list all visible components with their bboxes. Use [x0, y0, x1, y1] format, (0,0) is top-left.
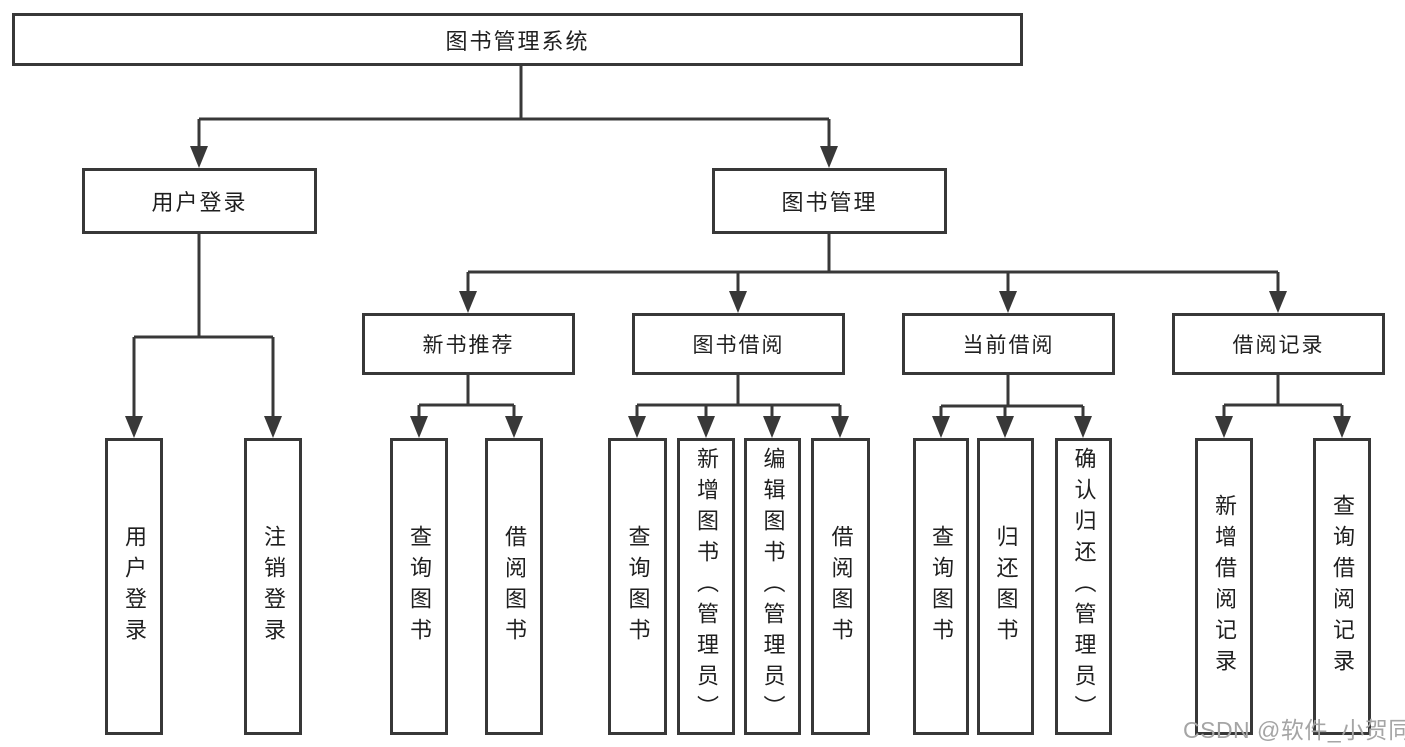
leaf-records-add-record-label: 新增借阅记录 [1212, 493, 1237, 680]
leaf-user-login: 用户登录 [105, 438, 163, 735]
leaf-records-query-record: 查询借阅记录 [1313, 438, 1371, 735]
leaf-user-login-label: 用户登录 [122, 524, 147, 649]
leaf-newbooks-borrow-books: 借阅图书 [485, 438, 543, 735]
arrowhead [459, 291, 477, 313]
arrowhead [125, 416, 143, 438]
node-new-books-label: 新书推荐 [422, 334, 515, 357]
leaf-newbooks-query-books: 查询图书 [390, 438, 448, 735]
arrowhead [1333, 416, 1351, 438]
node-current-borrow-label: 当前借阅 [962, 334, 1055, 357]
node-new-books: 新书推荐 [362, 313, 575, 375]
arrowhead [628, 416, 646, 438]
arrowhead [505, 416, 523, 438]
leaf-current-query-books: 查询图书 [913, 438, 969, 735]
arrowhead [831, 416, 849, 438]
node-book-borrow: 图书借阅 [632, 313, 845, 375]
leaf-logout: 注销登录 [244, 438, 302, 735]
leaf-current-confirm-return-admin-label: 确认归还（管理员） [1071, 447, 1097, 726]
node-user-login: 用户登录 [82, 168, 317, 234]
leaf-records-query-record-label: 查询借阅记录 [1330, 493, 1355, 680]
leaf-current-confirm-return-admin: 确认归还（管理员） [1055, 438, 1112, 735]
arrowhead [996, 416, 1014, 438]
node-current-borrow: 当前借阅 [902, 313, 1115, 375]
arrowhead [1074, 416, 1092, 438]
leaf-current-return-books-label: 归还图书 [993, 524, 1019, 649]
node-book-mgmt-label: 图书管理 [781, 190, 878, 215]
leaf-logout-label: 注销登录 [261, 524, 286, 649]
connector-book-borrow-to-leaves [628, 375, 849, 438]
leaf-borrow-edit-books-admin-label: 编辑图书（管理员） [760, 447, 786, 726]
arrowhead [697, 416, 715, 438]
leaf-borrow-borrow-books: 借阅图书 [811, 438, 870, 735]
node-borrow-records: 借阅记录 [1172, 313, 1385, 375]
leaf-current-return-books: 归还图书 [977, 438, 1034, 735]
leaf-borrow-add-books-admin-label: 新增图书（管理员） [694, 447, 719, 726]
arrowhead [190, 146, 208, 168]
leaf-borrow-query-books: 查询图书 [608, 438, 667, 735]
node-book-mgmt: 图书管理 [712, 168, 947, 234]
connector-new-books-to-leaves [410, 375, 523, 438]
connector-user-login-to-leaves [125, 234, 282, 438]
leaf-newbooks-borrow-books-label: 借阅图书 [502, 524, 527, 649]
leaf-current-query-books-label: 查询图书 [929, 524, 954, 649]
node-borrow-records-label: 借阅记录 [1232, 334, 1325, 357]
node-user-login-label: 用户登录 [151, 190, 248, 215]
arrowhead [410, 416, 428, 438]
arrowhead [763, 416, 781, 438]
connector-root-to-level2 [190, 66, 838, 168]
arrowhead [264, 416, 282, 438]
arrowhead [932, 416, 950, 438]
csdn-watermark: CSDN @软件_小贺同学 [1183, 717, 1405, 743]
leaf-records-add-record: 新增借阅记录 [1195, 438, 1253, 735]
leaf-borrow-add-books-admin: 新增图书（管理员） [677, 438, 735, 735]
node-root-system: 图书管理系统 [12, 13, 1023, 66]
node-root-system-label: 图书管理系统 [445, 28, 590, 54]
connector-current-borrow-to-leaves [932, 375, 1092, 438]
arrowhead [729, 291, 747, 313]
leaf-borrow-edit-books-admin: 编辑图书（管理员） [744, 438, 801, 735]
leaf-borrow-query-books-label: 查询图书 [625, 524, 651, 649]
arrowhead [1269, 291, 1287, 313]
arrowhead [1215, 416, 1233, 438]
node-book-borrow-label: 图书借阅 [692, 334, 785, 357]
leaf-borrow-borrow-books-label: 借阅图书 [828, 524, 854, 649]
arrowhead [999, 291, 1017, 313]
arrowhead [820, 146, 838, 168]
leaf-newbooks-query-books-label: 查询图书 [407, 524, 432, 649]
connector-borrow-records-to-leaves [1215, 375, 1351, 438]
connector-book-mgmt-to-level3 [459, 234, 1287, 313]
